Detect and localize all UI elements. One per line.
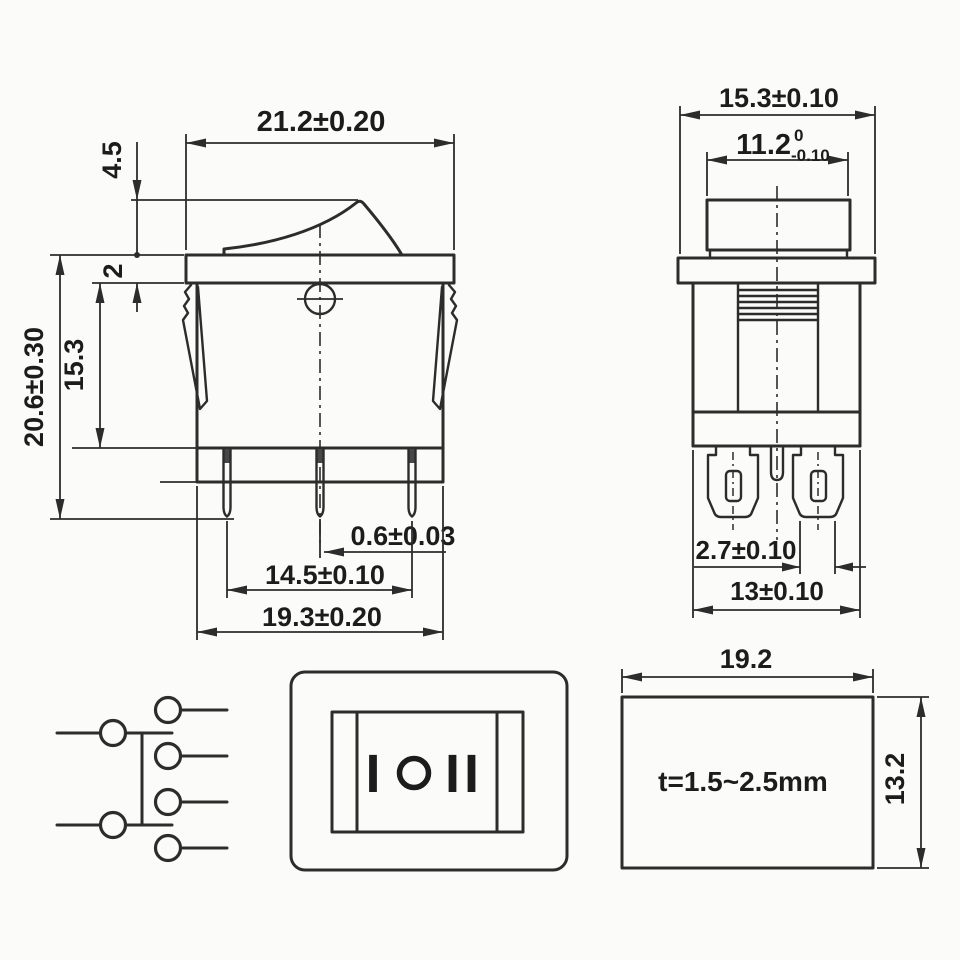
side-view-dimensions: 21.2±0.20 4.5 2 20.6±0.30 15.3 0.6±0.03 — [19, 106, 455, 640]
dim-rocker-width: 11.2 — [736, 129, 791, 161]
dim-rocker-width-tol-lower: -0.10 — [791, 146, 830, 165]
dim-flange-width: 15.3±0.10 — [719, 83, 839, 113]
dim-rocker-height: 4.5 — [97, 141, 127, 179]
front-terminal-left — [706, 444, 760, 530]
dim-terminal-tip-width: 2.7±0.10 — [695, 535, 796, 565]
dim-base-width: 19.3±0.20 — [262, 602, 382, 632]
pole1-contact — [98, 718, 128, 748]
marking-O — [396, 755, 432, 791]
face-view: I II — [289, 670, 569, 872]
throw3-contact — [153, 787, 183, 817]
marking-I: I — [365, 744, 380, 804]
snap-clip-left — [181, 283, 209, 411]
circuit-schematic — [55, 695, 229, 863]
dim-rocker-width-tol-upper: 0 — [794, 126, 803, 145]
face-bezel — [289, 670, 569, 872]
dim-pin-spacing: 14.5±0.10 — [265, 560, 385, 590]
front-view — [676, 186, 877, 540]
dim-flange-thickness: 2 — [98, 263, 128, 278]
rocker-actuator-profile — [222, 199, 404, 257]
switch-body — [195, 281, 445, 484]
dim-cutout-height: 13.2 — [880, 753, 910, 806]
dim-total-height: 20.6±0.30 — [19, 327, 49, 447]
dim-body-width: 13±0.10 — [730, 576, 824, 606]
throw2-contact — [153, 741, 183, 771]
dim-pin-thickness: 0.6±0.03 — [351, 521, 456, 551]
front-rocker — [705, 198, 852, 252]
dim-cutout-width: 19.2 — [720, 644, 773, 674]
face-rocker-opening — [330, 710, 525, 834]
terminal-pin-right — [407, 446, 417, 518]
throw1-contact — [153, 695, 183, 725]
front-ribs — [736, 288, 820, 322]
front-flange — [676, 256, 877, 285]
side-view — [181, 199, 459, 545]
dim-body-height: 15.3 — [59, 339, 89, 392]
front-body — [691, 281, 862, 448]
terminal-pin-left — [222, 446, 232, 518]
marking-II: II — [445, 744, 483, 804]
dim-side-width: 21.2±0.20 — [257, 106, 386, 138]
cutout-rect — [620, 695, 875, 870]
front-terminal-right — [791, 444, 845, 530]
snap-clip-right — [431, 283, 459, 411]
front-view-dimensions: 15.3±0.10 11.2 0 -0.10 2.7±0.10 13±0.10 — [679, 83, 876, 618]
terminal-pin-middle — [315, 446, 325, 518]
throw4-contact — [153, 833, 183, 863]
panel-cutout: t=1.5~2.5mm 19.2 13.2 — [620, 644, 929, 870]
pole2-contact — [98, 810, 128, 840]
panel-thickness-note: t=1.5~2.5mm — [658, 766, 828, 797]
front-middle-pin — [769, 444, 785, 482]
